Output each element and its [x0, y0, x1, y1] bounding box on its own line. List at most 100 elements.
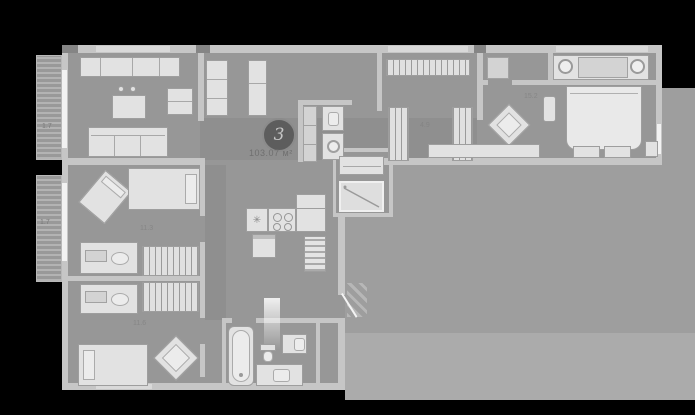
kids-room-1-area-label: 11.3	[140, 225, 154, 232]
cabinet-cell	[207, 61, 227, 80]
toilet-bowl-icon	[263, 351, 273, 362]
closet-area-label: 4.9	[420, 122, 430, 129]
kids2-door-gap	[200, 318, 205, 344]
cabinet-cell	[249, 61, 266, 84]
bottom-corridor-floor	[204, 165, 226, 320]
outside-area	[345, 163, 695, 333]
bed-single	[128, 168, 200, 210]
cabinet-cell	[207, 80, 227, 99]
nightstand	[645, 141, 658, 157]
sofa-divider	[114, 135, 115, 156]
vanity-center-block	[578, 57, 628, 78]
sink-star-icon: ✳	[252, 214, 262, 226]
kitchen-counter-plain	[296, 208, 326, 232]
side-table	[167, 88, 193, 115]
counter-cell	[160, 58, 179, 76]
balcony-bottom-label: 1.7	[40, 219, 50, 226]
shower-diagonal-line	[343, 185, 380, 208]
burner-icon	[284, 223, 292, 231]
balcony-bottom	[36, 175, 62, 282]
wall-masterbath-bedroom	[483, 80, 656, 85]
bathtub-inner	[232, 330, 250, 382]
wall-top-wing-south	[345, 158, 662, 165]
table-divider	[168, 101, 192, 102]
tv-stand	[543, 96, 556, 122]
burner-icon	[284, 213, 293, 222]
sofa-back-line	[91, 135, 165, 136]
double-bed	[566, 86, 642, 150]
kitchen-counter-row	[80, 57, 180, 77]
burner-icon	[273, 223, 281, 231]
bedroom-console	[428, 144, 540, 158]
window-bottom-1	[96, 384, 152, 389]
washbasin-cabinet	[282, 334, 307, 354]
master-bath-fixture	[487, 57, 509, 79]
wall-top-pier-3	[474, 45, 486, 53]
pc-monitor-icon	[85, 250, 107, 262]
bench-back	[253, 235, 275, 239]
shelf-cell	[304, 107, 316, 126]
stairs-icon	[347, 283, 367, 317]
sink-basin-icon	[328, 112, 339, 126]
window-balcony-top	[62, 70, 67, 148]
window-top-3	[556, 46, 648, 52]
outside-area-lower	[345, 333, 695, 400]
wardrobe-left	[388, 107, 409, 161]
window-balcony-bottom	[62, 183, 67, 261]
master-bedroom-area-label: 15.2	[524, 93, 538, 100]
wall-top-pier-1	[62, 45, 78, 53]
desk-chair-icon	[111, 293, 129, 306]
washing-machine-icon	[322, 133, 344, 160]
wall-bottom	[62, 383, 345, 390]
wall-top-pier-2	[196, 45, 210, 53]
wall-vanity-partition	[548, 53, 553, 82]
pc-monitor-icon	[85, 291, 107, 303]
wall-laundry-top	[298, 100, 352, 105]
wall-closet-bedroom	[477, 53, 483, 165]
window-master-bedroom	[657, 124, 661, 154]
counter-line	[343, 166, 381, 167]
decor-vase-icon	[118, 86, 124, 92]
wall-corridor-bottom	[200, 165, 205, 377]
laundry-shelf-column	[303, 106, 317, 162]
sofa	[88, 127, 168, 157]
balcony-top-label: 1.7	[42, 123, 52, 130]
balcony-top	[36, 55, 62, 160]
shower-light-beam	[264, 298, 280, 350]
desk-chair-icon	[111, 252, 129, 265]
window-top-1	[96, 46, 170, 52]
shelf-cell	[304, 126, 316, 145]
blanket-line	[570, 93, 638, 94]
unit-number-badge[interactable]: 3	[262, 118, 296, 152]
wall-kids-divider	[62, 276, 205, 281]
decor-vase-icon	[130, 86, 136, 92]
vanity-sink-right-icon	[630, 59, 645, 74]
wall-hall-closet	[377, 53, 382, 111]
basin-icon	[273, 369, 290, 382]
desk	[80, 284, 138, 314]
hall-cabinet-column	[206, 60, 228, 116]
radiator-icon	[304, 236, 326, 272]
vanity-sink-left-icon	[558, 59, 573, 74]
wall-right-top	[656, 45, 662, 165]
wardrobe-kids-2	[142, 282, 199, 312]
shower-counter	[339, 156, 384, 175]
kids1-door-gap	[200, 216, 205, 242]
counter-cell	[101, 58, 134, 76]
toilet-icon	[260, 344, 276, 351]
drain-icon	[239, 373, 243, 377]
stove-icon	[268, 208, 296, 232]
basin-icon	[294, 338, 305, 351]
wall-bath-right	[316, 323, 320, 383]
wardrobe-kids-1	[142, 246, 199, 276]
armchair-seat	[161, 343, 191, 373]
outside-area-right	[662, 88, 695, 163]
masterbath-door-gap	[488, 80, 512, 85]
counter-cell	[81, 58, 102, 76]
wall-bath-left	[222, 323, 226, 383]
wall-living-south	[62, 158, 205, 165]
shower-tray-icon	[339, 181, 384, 212]
wall-bath-top	[222, 318, 345, 323]
laundry-sink-cabinet	[322, 106, 344, 131]
